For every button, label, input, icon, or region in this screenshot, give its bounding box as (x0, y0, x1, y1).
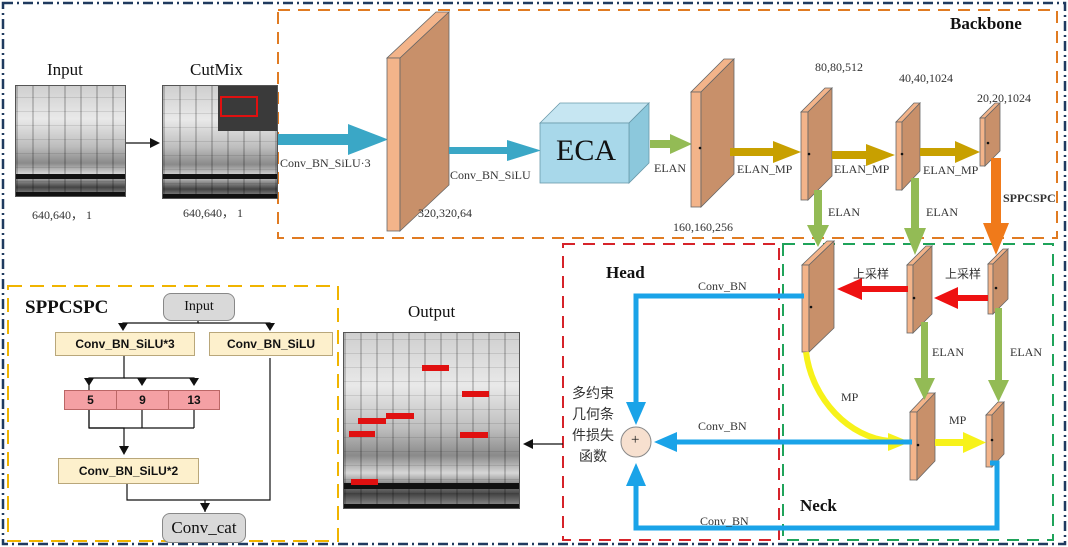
pool-5: 5 (64, 390, 117, 410)
head-title: Head (606, 263, 645, 282)
detection-box (460, 432, 488, 438)
eca-block (539, 102, 650, 184)
detection-box (349, 431, 375, 437)
sppcspc-arrowheads (84, 323, 275, 512)
neck-elan-label-2: ELAN (1010, 345, 1042, 359)
sppcspc-frame (7, 285, 339, 542)
elan-mp-arrow-2 (832, 144, 895, 166)
output-label: Output (408, 302, 456, 321)
upsample-label-1: 上采样 (853, 267, 890, 281)
sum-symbol: + (631, 432, 640, 448)
conv-bn-silu-box: Conv_BN_SiLU (209, 332, 333, 356)
feature-map-320 (385, 11, 451, 232)
elan-mp-arrow-1 (730, 141, 801, 163)
neck-map-p3 (801, 240, 835, 353)
feature-map-40 (895, 101, 921, 192)
sppcspc-arrow (983, 158, 1009, 255)
input-dims: 640,640， 1 (32, 208, 93, 222)
loss-line: 几何条 (572, 407, 614, 423)
neck-map-p4 (906, 245, 933, 334)
head-connections (633, 293, 1000, 531)
upsample-arrow-1 (837, 278, 908, 300)
upsample-label-2: 上采样 (945, 267, 982, 281)
head-arrowhead-top (626, 402, 646, 425)
detection-box (462, 391, 489, 397)
conv-bn-bottom-label: Conv_BN (700, 514, 749, 528)
neck-elan-arrow-2 (988, 308, 1009, 402)
neck-title: Neck (800, 496, 837, 515)
conv-bn-silu-2-box: Conv_BN_SiLU*2 (58, 458, 199, 484)
head-arrowhead-bottom (626, 463, 646, 486)
loss-line: 函数 (579, 449, 607, 465)
stage3-dims: 80,80,512 (815, 60, 863, 74)
cutmix-label: CutMix (190, 60, 243, 79)
conv-cat: Conv_cat (162, 513, 246, 543)
stage2-dims: 160,160,256 (673, 220, 733, 234)
down-elan-arrow-2 (904, 178, 926, 255)
neck-map-n4 (909, 391, 936, 482)
cutmix-dims: 640,640， 1 (183, 206, 244, 220)
conv-bn-top-label: Conv_BN (698, 279, 747, 293)
neck-map-p5 (987, 248, 1009, 315)
upsample-arrow-2 (934, 287, 988, 309)
elan-mp-label-3: ELAN_MP (923, 163, 979, 177)
elan-label: ELAN (654, 161, 686, 175)
cutmix-image (162, 85, 278, 199)
sppcspc-title: SPPCSPC (25, 297, 109, 318)
detection-box (358, 418, 386, 424)
sum-node (620, 426, 652, 458)
stage4-dims: 40,40,1024 (899, 71, 953, 85)
detection-box (351, 479, 378, 485)
elan-mp-arrow-3 (920, 141, 980, 163)
loss-line: 件损失 (572, 428, 614, 444)
mp-arrow-straight (935, 432, 986, 453)
neck-elan-arrow-1 (914, 322, 935, 400)
input-label: Input (47, 60, 83, 79)
pool-13: 13 (168, 390, 220, 410)
conv2-label: Conv_BN_SiLU (450, 168, 531, 182)
conv1-arrow (278, 124, 388, 155)
neck-elan-label-1: ELAN (932, 345, 964, 359)
pool-9: 9 (116, 390, 169, 410)
backbone-title: Backbone (950, 14, 1022, 33)
conv2-arrow (449, 140, 541, 161)
conv-bn-silu-3-box: Conv_BN_SiLU*3 (55, 332, 195, 356)
eca-label: ECA (556, 134, 616, 167)
elan-mp-label-1: ELAN_MP (737, 162, 793, 176)
feature-map-160 (690, 58, 735, 208)
detection-box (386, 413, 414, 419)
conv1-dims: 320,320,64 (418, 206, 472, 220)
mp-label-1: MP (841, 390, 859, 404)
elan-mp-label-2: ELAN_MP (834, 162, 890, 176)
loss-function-label: 多约束 几何条 件损失 函数 (566, 384, 620, 468)
conv-bn-mid-label: Conv_BN (698, 419, 747, 433)
backbone-frame (277, 9, 1058, 239)
neck-map-n5 (985, 400, 1005, 469)
detection-box (422, 365, 449, 371)
stage5-dims: 20,20,1024 (977, 91, 1031, 105)
head-frame (562, 243, 780, 541)
conv1-label: Conv_BN_SiLU·3 (280, 156, 371, 170)
down-elan-label-1: ELAN (828, 205, 860, 219)
loss-line: 多约束 (572, 386, 614, 402)
neck-frame (782, 243, 1054, 541)
output-image (343, 332, 520, 509)
input-image (15, 85, 126, 197)
head-arrowhead-mid (654, 432, 677, 452)
down-elan-label-2: ELAN (926, 205, 958, 219)
feature-map-80 (800, 87, 833, 201)
elan-arrow (650, 134, 692, 154)
sppcspc-input: Input (163, 293, 235, 321)
sppcspc-arrow-label: SPPCSPC (1003, 191, 1056, 205)
down-elan-arrow-1 (807, 190, 829, 247)
mp-label-2: MP (949, 413, 967, 427)
feature-map-20 (979, 102, 1001, 167)
